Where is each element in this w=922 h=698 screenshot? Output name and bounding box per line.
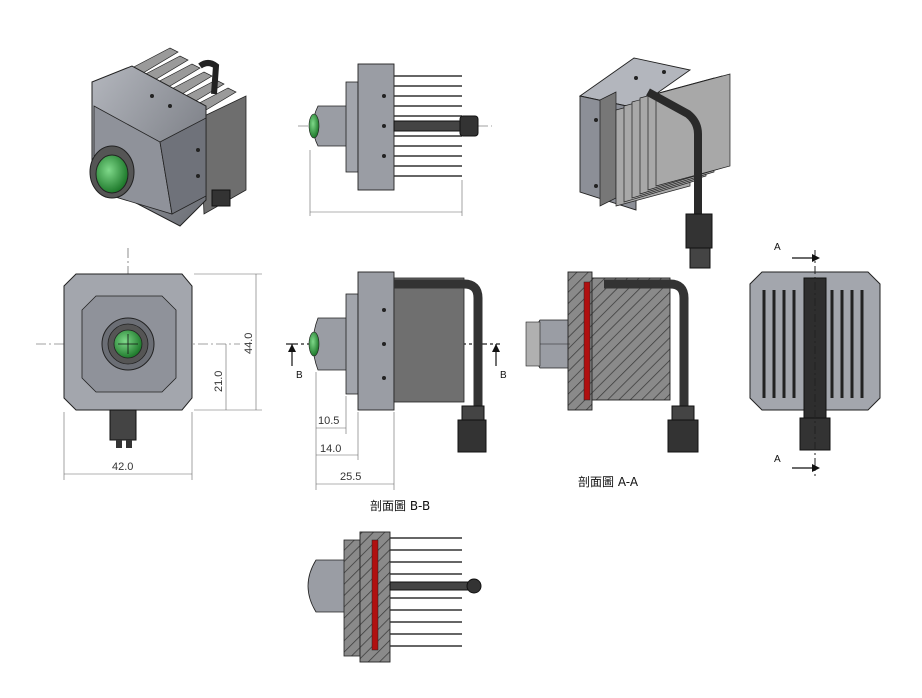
connector	[457, 419, 487, 453]
dim-center-height: 21.0	[213, 371, 225, 392]
connector	[667, 419, 699, 453]
connector	[685, 213, 713, 249]
housing	[357, 271, 395, 411]
section-b-b	[307, 531, 482, 663]
section-a-a	[525, 271, 699, 453]
section-label-a-a: 剖面圖 A-A	[578, 475, 639, 489]
heatsink-fins	[762, 290, 864, 398]
cable	[393, 120, 467, 132]
side-view-section-indicator	[286, 271, 500, 490]
lens	[95, 154, 129, 194]
housing-section	[343, 539, 361, 657]
front-view	[36, 248, 262, 480]
dim-10-5: 10.5	[318, 415, 339, 427]
housing	[357, 63, 395, 191]
heatsink-fins	[615, 73, 731, 207]
cable	[198, 60, 220, 95]
connector	[211, 189, 231, 207]
rear-view	[749, 250, 881, 476]
heatsink-section	[591, 277, 671, 401]
cable	[604, 279, 689, 410]
isometric-view-front	[89, 47, 247, 227]
section-marker-b-left: B	[296, 370, 303, 381]
heatsink-fins	[390, 537, 462, 647]
side-view	[298, 63, 492, 216]
isometric-view-rear	[578, 57, 731, 269]
dim-14-0: 14.0	[320, 443, 341, 455]
thermal-layer	[583, 281, 591, 401]
thermal-layer	[371, 539, 379, 651]
connector	[109, 409, 137, 441]
dim-height: 44.0	[243, 333, 255, 354]
lens	[308, 113, 320, 139]
cable	[394, 279, 483, 410]
section-marker-a-bottom: A	[774, 454, 781, 465]
connector	[459, 115, 479, 137]
cable	[389, 581, 471, 591]
section-marker-b-right: B	[500, 370, 507, 381]
heatsink	[393, 277, 465, 403]
section-label-b-b: 剖面圖 B-B	[370, 499, 430, 513]
heatsink-fins	[394, 75, 462, 177]
cable	[646, 88, 702, 224]
section-marker-a-top: A	[774, 242, 781, 253]
dim-width: 42.0	[112, 461, 133, 473]
dim-25-5: 25.5	[340, 471, 361, 483]
